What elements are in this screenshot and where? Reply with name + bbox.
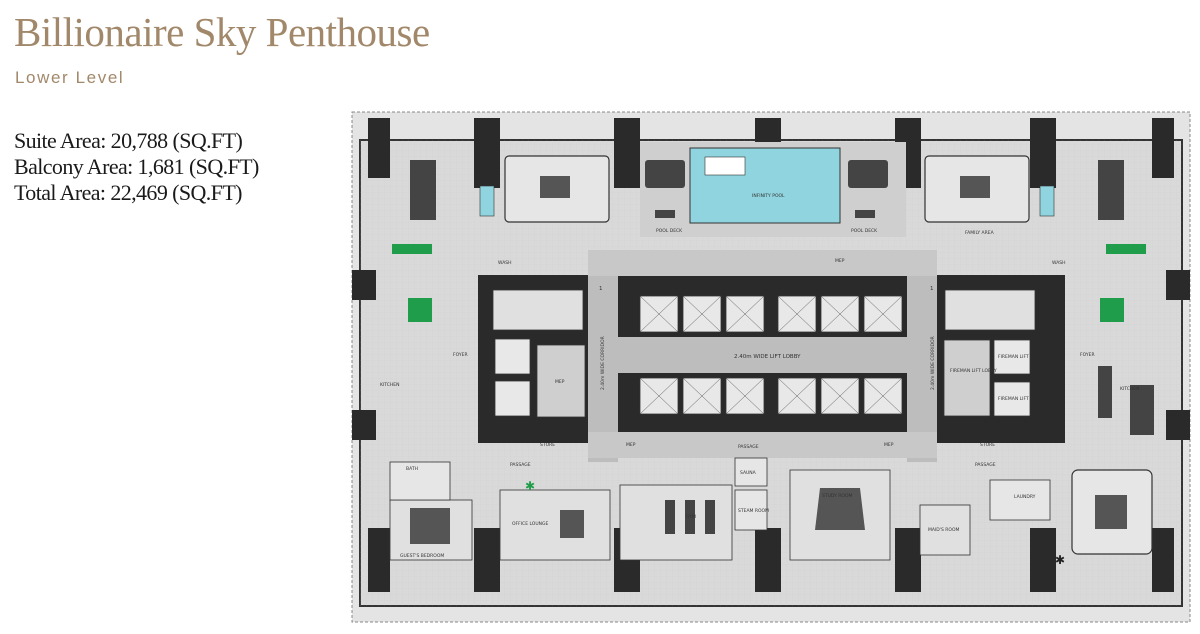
infinity-pool-label: INFINITY POOL bbox=[752, 193, 785, 199]
kitchen-island-right bbox=[1098, 366, 1112, 418]
planter-right-top bbox=[1106, 244, 1146, 254]
mep-left-room bbox=[536, 344, 586, 418]
fireman-lift-2-box bbox=[993, 381, 1031, 417]
corridor-left-label: 2.40m WIDE CORRIDOR bbox=[600, 336, 606, 390]
laundry-room-box bbox=[989, 479, 1051, 521]
balcony-area: Balcony Area: 1,681 (SQ.FT) bbox=[14, 154, 259, 179]
sauna-label: SAUNA bbox=[740, 470, 757, 476]
corridor-left bbox=[588, 250, 618, 462]
corridor-right-label: 2.40m WIDE CORRIDOR bbox=[930, 336, 936, 390]
fireman-lobby-box bbox=[943, 339, 991, 417]
grid-marker-right: 1 bbox=[930, 286, 934, 292]
mep-br-label: MEP bbox=[884, 442, 894, 448]
page-subtitle: Lower Level bbox=[15, 68, 125, 87]
tree-icon: ✱ bbox=[525, 479, 535, 493]
service-lift-left-1 bbox=[494, 338, 531, 375]
foyer-left-label: FOYER bbox=[453, 352, 468, 358]
mep-left-label: MEP bbox=[555, 379, 565, 385]
page-title: Billionaire Sky Penthouse bbox=[14, 9, 430, 55]
top-passage bbox=[588, 250, 937, 276]
dining-table-left bbox=[410, 160, 436, 220]
family-area-label: FAMILY AREA bbox=[965, 230, 995, 236]
planter-right-court bbox=[1100, 298, 1124, 322]
passage-left-label: PASSAGE bbox=[510, 462, 531, 468]
passage-right-label: PASSAGE bbox=[975, 462, 996, 468]
wash-left-label: WASH bbox=[498, 260, 512, 266]
suite-area: Suite Area: 20,788 (SQ.FT) bbox=[14, 128, 243, 153]
store-left-label: STORE bbox=[540, 442, 555, 448]
total-area: Total Area: 22,469 (SQ.FT) bbox=[14, 180, 242, 205]
mep-bl-label: MEP bbox=[626, 442, 636, 448]
laundry-label: LAUNDRY bbox=[1014, 494, 1036, 500]
fireman-lift-1-box bbox=[993, 339, 1031, 375]
pool-deck-right-label: POOL DECK bbox=[851, 228, 878, 234]
guest-bedroom-label: GUEST'S BEDROOM bbox=[400, 553, 444, 559]
study-label: STUDY ROOM bbox=[822, 493, 853, 499]
area-summary: Suite Area: 20,788 (SQ.FT) Balcony Area:… bbox=[14, 128, 259, 206]
maids-room-box bbox=[919, 504, 971, 556]
store-right-label: STORE bbox=[980, 442, 995, 448]
stair-right bbox=[944, 289, 1036, 331]
pool-deck-left-label: POOL DECK bbox=[656, 228, 683, 234]
bath-label: BATH bbox=[406, 466, 418, 472]
plant-icon: ✱ bbox=[1055, 553, 1065, 567]
steam-room-box bbox=[734, 489, 768, 531]
office-lounge-label: OFFICE LOUNGE bbox=[512, 521, 548, 527]
mep-top-label: MEP bbox=[835, 258, 845, 264]
stair-left bbox=[492, 289, 584, 331]
fireman-lift-1-label: FIREMAN LIFT bbox=[998, 354, 1029, 360]
office-lounge-room bbox=[499, 489, 611, 561]
kitchen-left-label: KITCHEN bbox=[380, 382, 400, 388]
planter-left-court bbox=[408, 298, 432, 322]
planter-left-top bbox=[392, 244, 432, 254]
gym-room bbox=[619, 484, 733, 561]
service-lift-left-2 bbox=[494, 380, 531, 417]
fireman-lobby-label: FIREMAN LIFT LOBBY bbox=[950, 368, 997, 374]
dining-table-right bbox=[1098, 160, 1124, 220]
fireman-lift-2-label: FIREMAN LIFT bbox=[998, 396, 1029, 402]
steam-room-label: STEAM ROOM bbox=[738, 508, 769, 514]
lift-lobby bbox=[618, 337, 907, 373]
wash-right-label: WASH bbox=[1052, 260, 1066, 266]
pool-control-panel bbox=[704, 156, 746, 176]
grid-marker-left: 1 bbox=[599, 286, 603, 292]
kitchen-right-label: KITCHEN bbox=[1120, 386, 1140, 392]
foyer-right-label: FOYER bbox=[1080, 352, 1095, 358]
corridor-right bbox=[907, 250, 937, 462]
passage-center-label: PASSAGE bbox=[738, 444, 759, 450]
bath-room bbox=[389, 461, 451, 501]
gym-label: GYM bbox=[686, 514, 696, 520]
bottom-passage bbox=[588, 432, 937, 458]
sauna-room bbox=[734, 457, 768, 487]
maids-room-label: MAID'S ROOM bbox=[928, 527, 959, 533]
lift-lobby-label: 2.40m WIDE LIFT LOBBY bbox=[734, 354, 801, 360]
